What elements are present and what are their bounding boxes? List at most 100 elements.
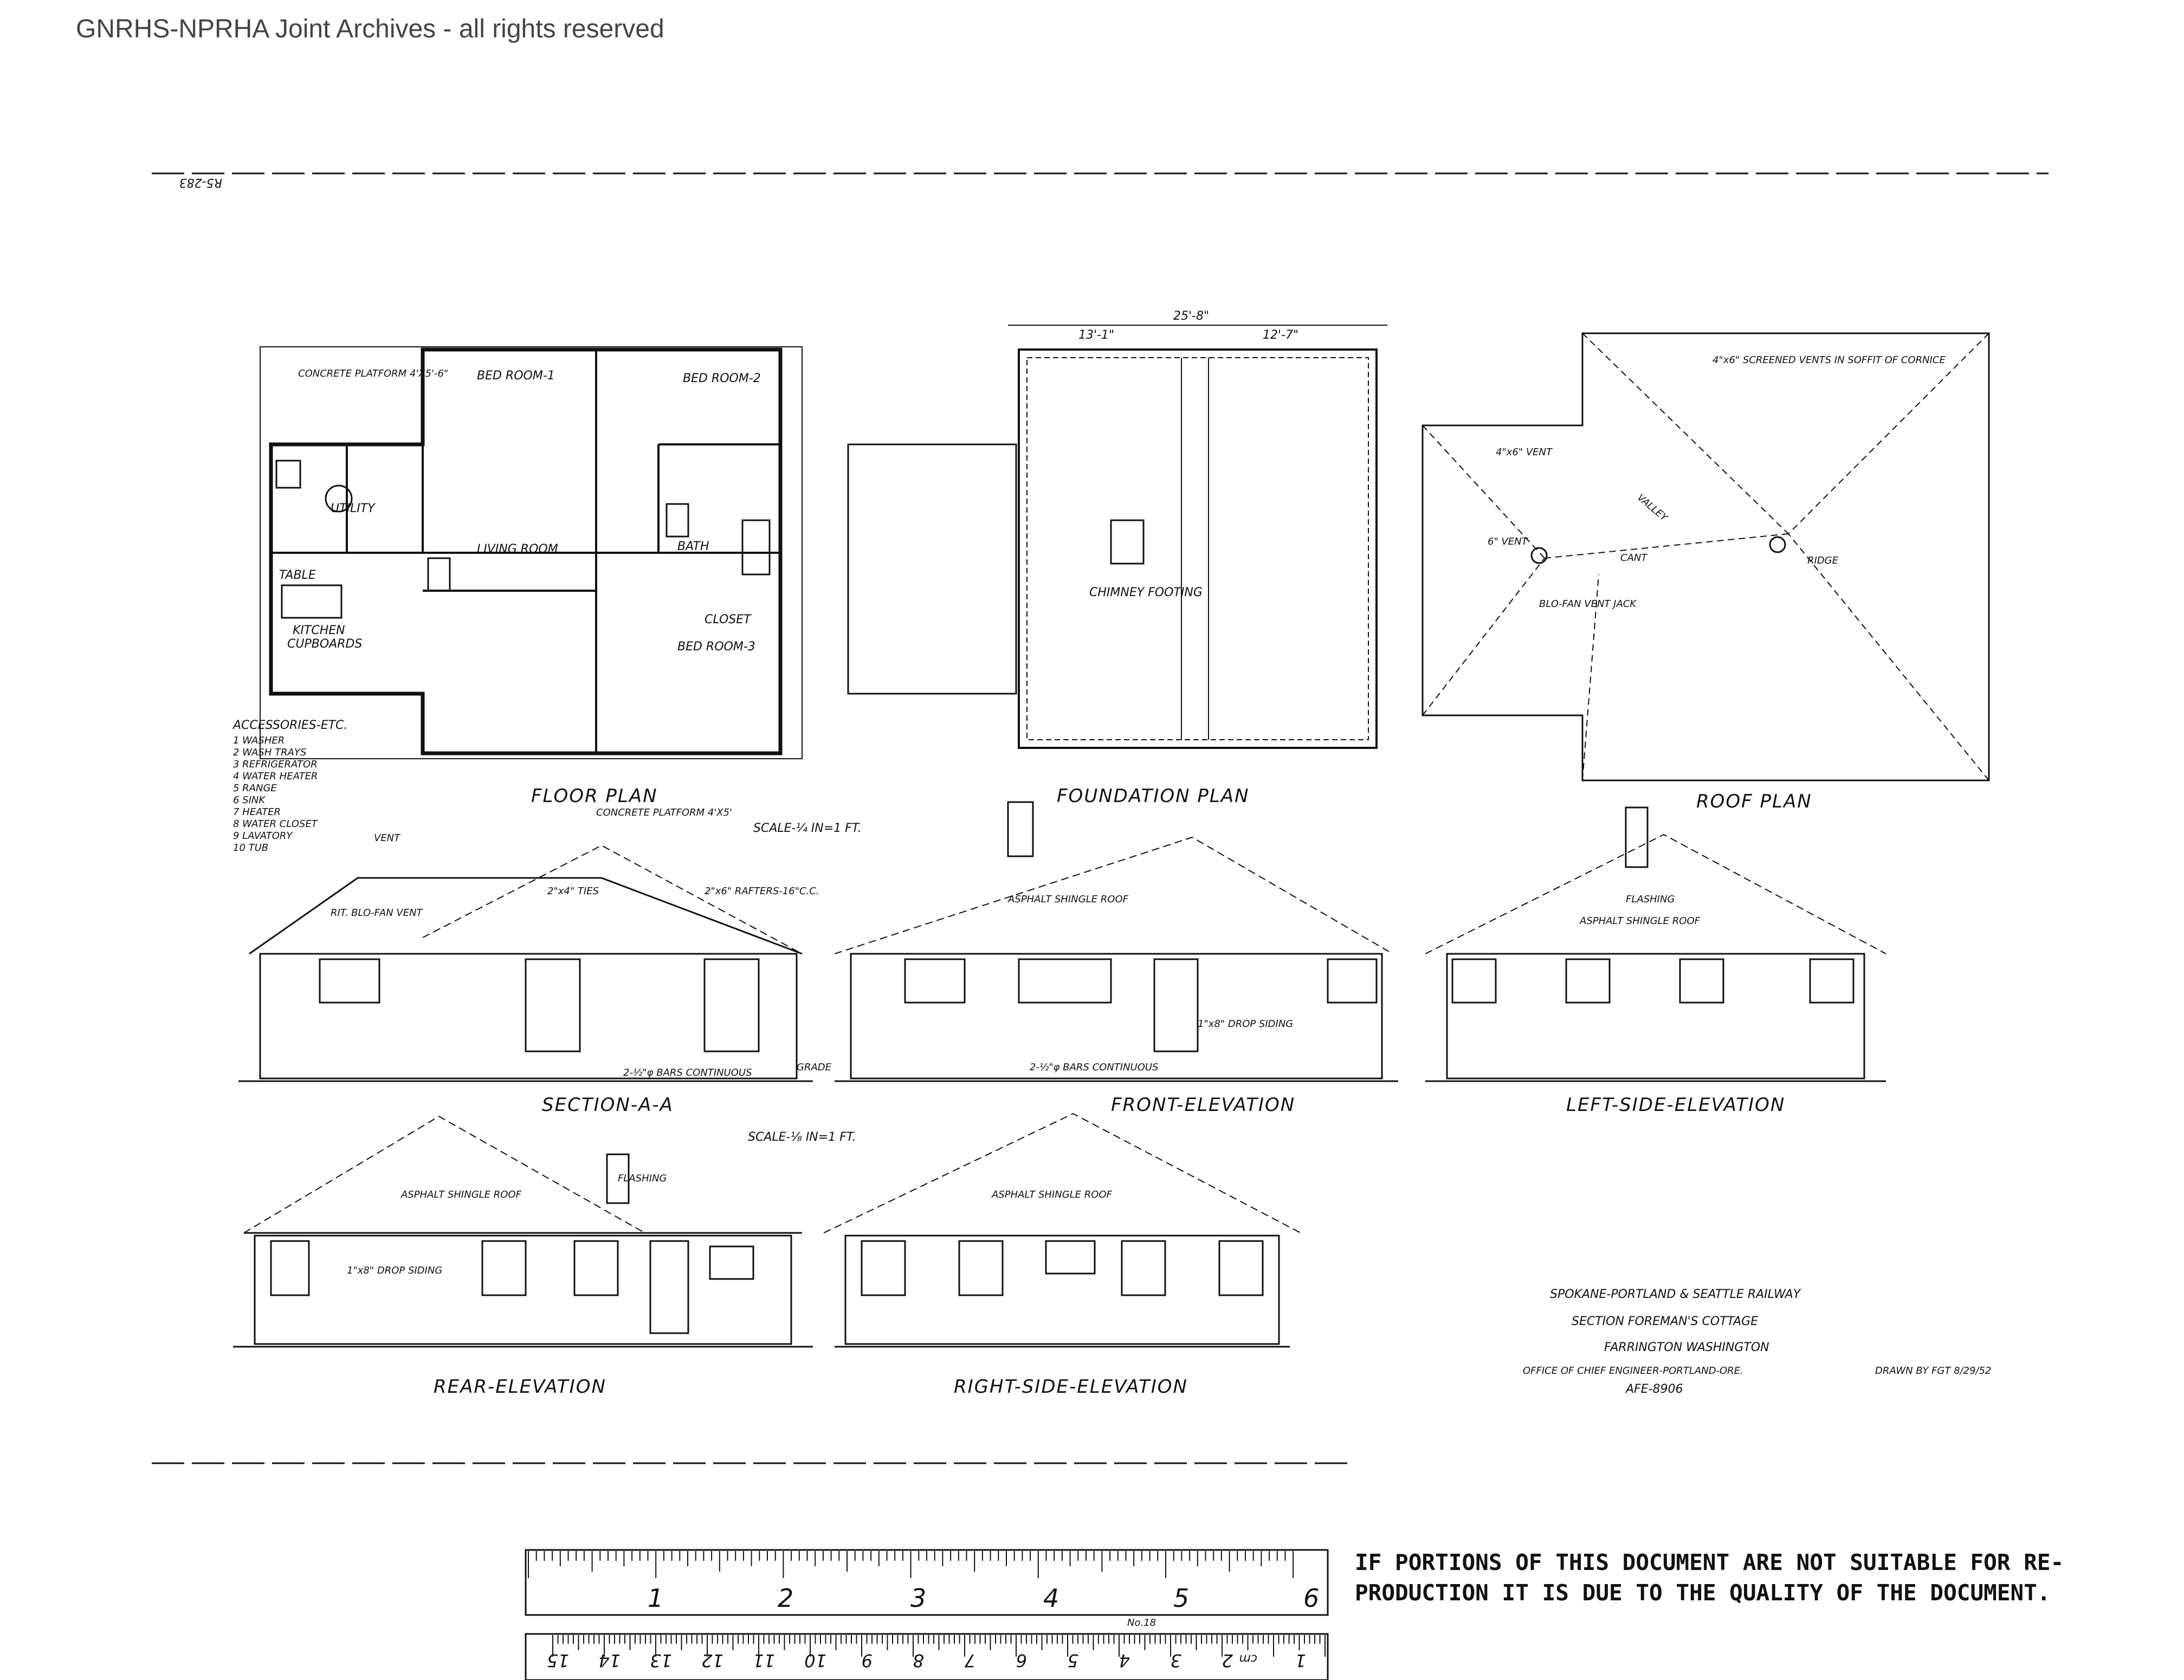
notice-line-1: IF PORTIONS OF THIS DOCUMENT ARE NOT SUI… <box>1355 1549 2064 1575</box>
rear-door <box>649 1240 689 1334</box>
ruler-cm-label: 10 <box>804 1650 826 1671</box>
left-flashing-note: FLASHING <box>1626 894 1675 905</box>
floor-plan-title: FLOOR PLAN <box>531 785 658 807</box>
vent-6-label: 6" VENT <box>1488 536 1529 547</box>
section-aa: RIT. BLO-FAN VENT 2"x4" TIES 2"x6" RAFTE… <box>238 832 832 1116</box>
ruler-inch-label: 1 <box>648 1584 663 1613</box>
rear-elevation: ASPHALT SHINGLE ROOF FLASHING 1"x8" DROP… <box>233 1115 856 1398</box>
heater-symbol <box>427 557 451 592</box>
vent-4x6-label: 4"x6" VENT <box>1496 447 1553 458</box>
ruler-cm-label: 5 <box>1068 1650 1078 1671</box>
concrete-platform-bottom: CONCRETE PLATFORM 4'X5' <box>596 807 732 818</box>
accessory-item: 3 REFRIGERATOR <box>233 759 318 770</box>
chimney-footing-label: CHIMNEY FOOTING <box>1089 586 1203 599</box>
ruler-cm-label: 13 <box>650 1650 672 1671</box>
foundation-footing <box>1026 357 1369 740</box>
notice-line-2: PRODUCTION IT IS DUE TO THE QUALITY OF T… <box>1355 1580 2051 1606</box>
left-chimney <box>1625 806 1649 868</box>
title-block: SPOKANE-PORTLAND & SEATTLE RAILWAY SECTI… <box>1523 1288 1992 1396</box>
foundation-dim-right: 12'-7" <box>1263 328 1298 342</box>
roof-vent-symbol <box>1530 547 1548 564</box>
foundation-plan: 25'-8" 13'-1" 12'-7" CHIMNEY FOOTING FOU… <box>847 309 1387 807</box>
right-window <box>1045 1240 1096 1275</box>
left-roof-note: ASPHALT SHINGLE ROOF <box>1579 915 1701 927</box>
accessory-item: 1 WASHER <box>233 735 285 746</box>
left-walls <box>1446 953 1865 1080</box>
right-window <box>958 1240 1004 1296</box>
ruler-inch-label: 6 <box>1303 1584 1319 1613</box>
foundation-main <box>1018 348 1378 749</box>
right-roof-note: ASPHALT SHINGLE ROOF <box>991 1189 1113 1200</box>
drawing-number: R5-283 <box>179 176 222 189</box>
front-window <box>904 958 966 1004</box>
rafters-note: 2"x6" RAFTERS-16"C.C. <box>705 886 819 897</box>
accessory-item: 10 TUB <box>233 842 268 854</box>
ruler-cm-label: 15 <box>547 1650 569 1671</box>
accessory-item: 8 WATER CLOSET <box>233 818 319 830</box>
room-bath: BATH <box>677 540 709 553</box>
rear-window <box>481 1240 527 1296</box>
ruler-cm-label: 4 <box>1119 1650 1130 1671</box>
screened-vents-note: 4"x6" SCREENED VENTS IN SOFFIT OF CORNIC… <box>1713 354 1946 366</box>
ruler-inch-label: 5 <box>1173 1584 1189 1613</box>
front-elevation-title: FRONT-ELEVATION <box>1111 1094 1295 1116</box>
room-table: TABLE <box>279 568 316 582</box>
blo-fan-vent-note: RIT. BLO-FAN VENT <box>331 907 424 919</box>
foundation-left-wing <box>847 443 1017 695</box>
roof-vent-symbol <box>1769 536 1786 553</box>
floor-plan-partitions <box>271 350 780 753</box>
front-window <box>1327 958 1378 1004</box>
ruler-cm-label: 9 <box>862 1650 873 1671</box>
front-roof-note: ASPHALT SHINGLE ROOF <box>1007 894 1129 905</box>
blo-fan-label: BLO-FAN VENT JACK <box>1539 598 1637 610</box>
right-side-elevation: ASPHALT SHINGLE ROOF RIGHT-SIDE-ELEVATIO… <box>823 1113 1301 1398</box>
rear-siding-note: 1"x8" DROP SIDING <box>347 1265 442 1276</box>
ruler-inch-label: 2 <box>778 1584 793 1613</box>
ruler-cm-label: 6 <box>1016 1650 1027 1671</box>
left-side-elevation-title: LEFT-SIDE-ELEVATION <box>1566 1094 1785 1116</box>
ruler-cm-label: 11 <box>753 1650 775 1671</box>
accessory-item: 9 LAVATORY <box>233 830 293 842</box>
ridge-label: RIDGE <box>1807 555 1839 566</box>
accessory-item: 2 WASH TRAYS <box>233 747 306 758</box>
section-walls <box>259 953 798 1080</box>
rear-window <box>270 1240 310 1296</box>
rear-elevation-title: REAR-ELEVATION <box>434 1376 606 1398</box>
archive-watermark: GNRHS-NPRHA Joint Archives - all rights … <box>76 15 664 43</box>
section-bars-note: 2-½"φ BARS CONTINUOUS <box>623 1067 752 1078</box>
ruler-cm-label: 8 <box>913 1650 924 1671</box>
title-railway: SPOKANE-PORTLAND & SEATTLE RAILWAY <box>1550 1288 1801 1301</box>
left-side-elevation: ASPHALT SHINGLE ROOF FLASHING LEFT-SIDE-… <box>1425 806 1886 1116</box>
title-afe: AFE-8906 <box>1625 1382 1683 1396</box>
right-walls <box>844 1235 1280 1345</box>
accessory-item: 7 HEATER <box>233 806 281 818</box>
title-building: SECTION FOREMAN'S COTTAGE <box>1572 1315 1758 1328</box>
title-drawn: DRAWN BY FGT 8/29/52 <box>1875 1365 1992 1377</box>
room-bed-room-1: BED ROOM-1 <box>477 369 555 383</box>
front-siding-note: 1"x8" DROP SIDING <box>1198 1018 1293 1030</box>
title-office: OFFICE OF CHIEF ENGINEER-PORTLAND-ORE. <box>1523 1365 1743 1377</box>
cant-label: CANT <box>1620 552 1648 564</box>
front-elevation: ASPHALT SHINGLE ROOF 1"x8" DROP SIDING 2… <box>834 801 1398 1116</box>
roof-plan: 4"x6" SCREENED VENTS IN SOFFIT OF CORNIC… <box>1421 332 1990 812</box>
water-closet-symbol <box>665 503 689 538</box>
foundation-plan-title: FOUNDATION PLAN <box>1057 785 1250 807</box>
rear-chimney <box>606 1153 630 1204</box>
room-bed-room-3: BED ROOM-3 <box>677 640 755 654</box>
front-window <box>1018 958 1112 1004</box>
washer-symbol <box>325 484 353 513</box>
room-closet: CLOSET <box>705 613 752 626</box>
ruler-cm-unit: cm <box>1239 1652 1257 1665</box>
ruler-cm-strip <box>525 1633 1329 1680</box>
ruler-cm-label: 12 <box>701 1650 723 1671</box>
elevation-scale: SCALE-⅛ IN=1 FT. <box>748 1130 856 1144</box>
accessories-heading: ACCESSORIES-ETC. <box>232 719 347 732</box>
section-door <box>703 958 760 1052</box>
title-location: FARRINGTON WASHINGTON <box>1604 1341 1769 1354</box>
ruler-inch-label: 4 <box>1043 1584 1059 1613</box>
concrete-platform-top: CONCRETE PLATFORM 4'X5'-6" <box>298 368 448 379</box>
accessory-item: 4 WATER HEATER <box>233 771 318 782</box>
left-window <box>1679 958 1724 1004</box>
left-roof <box>1425 833 1886 954</box>
ruler-cm-label: 3 <box>1171 1650 1181 1671</box>
